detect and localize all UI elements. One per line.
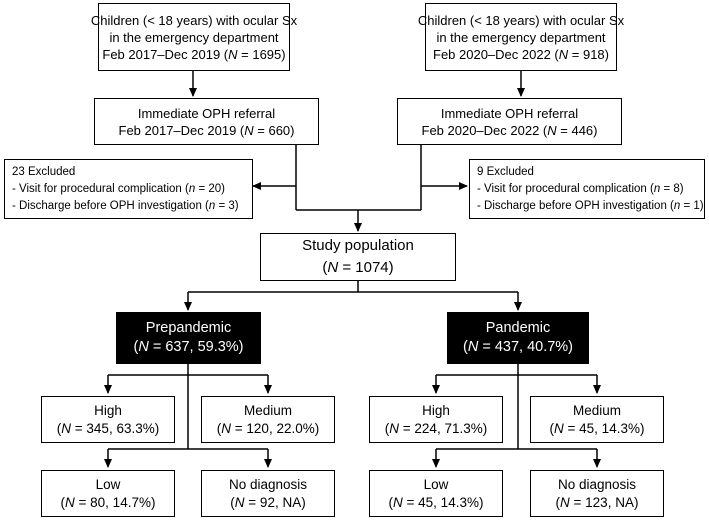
top-left-line2: in the emergency department (109, 29, 279, 45)
exclusion-right-item2: - Discharge before OPH investigation (n … (477, 199, 704, 212)
pandemic-title: Pandemic (485, 320, 551, 336)
outcome-left-nodiagnosis-box: No diagnosis (N = 92, NA) (201, 470, 335, 517)
outcome-right-low-box: Low (N = 45, 14.3%) (369, 470, 503, 517)
prepandemic-box: Prepandemic (N = 637, 59.3%) (116, 312, 261, 364)
outcome-label: High (94, 402, 122, 418)
exclusion-left-item2: - Discharge before OPH investigation (n … (12, 199, 239, 212)
prepandemic-title: Prepandemic (145, 320, 232, 336)
outcome-count: (N = 224, 71.3%) (384, 420, 488, 436)
outcome-count: (N = 120, 22.0%) (216, 420, 320, 436)
outcome-count: (N = 92, NA) (230, 494, 306, 510)
top-right-line2: in the emergency department (436, 29, 606, 45)
pandemic-count: (N = 437, 40.7%) (462, 339, 574, 355)
referral-left-line1: Immediate OPH referral (137, 105, 276, 121)
referral-left-line2: Feb 2017–Dec 2019 (N = 660) (118, 122, 295, 138)
outcome-label: No diagnosis (228, 476, 308, 492)
referral-left-box: Immediate OPH referral Feb 2017–Dec 2019… (94, 98, 319, 145)
study-population-count: (N = 1074) (322, 259, 394, 276)
outcome-right-high-box: High (N = 224, 71.3%) (369, 396, 503, 443)
outcome-label: Low (95, 476, 121, 492)
outcome-count: (N = 45, 14.3%) (549, 420, 645, 436)
outcome-count: (N = 80, 14.7%) (60, 494, 156, 510)
outcome-count: (N = 345, 63.3%) (56, 420, 160, 436)
exclusion-left-title: 23 Excluded (12, 165, 76, 178)
top-left-box: Children (< 18 years) with ocular Sx in … (91, 3, 297, 71)
study-population-box: Study population (N = 1074) (260, 233, 456, 281)
outcome-left-medium-box: Medium (N = 120, 22.0%) (201, 396, 335, 443)
outcome-count: (N = 45, 14.3%) (388, 494, 484, 510)
outcome-label: Medium (572, 402, 621, 418)
outcome-label: Medium (243, 402, 292, 418)
top-right-box: Children (< 18 years) with ocular Sx in … (418, 3, 624, 71)
outcome-right-medium-box: Medium (N = 45, 14.3%) (530, 396, 664, 443)
study-population-title: Study population (302, 237, 414, 254)
top-right-line3: Feb 2020–Dec 2022 (N = 918) (433, 46, 609, 62)
outcome-count: (N = 123, NA) (555, 494, 639, 510)
top-left-line3: Feb 2017–Dec 2019 (N = 1695) (102, 46, 286, 62)
exclusion-left-box: 23 Excluded - Visit for procedural compl… (4, 159, 253, 219)
top-right-line1: Children (< 18 years) with ocular Sx (417, 12, 625, 28)
exclusion-left-item1: - Visit for procedural complication (n =… (12, 182, 225, 195)
referral-right-line2: Feb 2020–Dec 2022 (N = 446) (421, 122, 598, 138)
outcome-label: Low (423, 476, 449, 492)
pandemic-box: Pandemic (N = 437, 40.7%) (447, 312, 589, 364)
outcome-right-nodiagnosis-box: No diagnosis (N = 123, NA) (530, 470, 664, 517)
outcome-label: No diagnosis (557, 476, 637, 492)
outcome-left-low-box: Low (N = 80, 14.7%) (41, 470, 175, 517)
outcome-label: High (422, 402, 450, 418)
top-left-line1: Children (< 18 years) with ocular Sx (90, 12, 298, 28)
exclusion-right-box: 9 Excluded - Visit for procedural compli… (469, 159, 705, 219)
referral-right-line1: Immediate OPH referral (440, 105, 579, 121)
outcome-left-high-box: High (N = 345, 63.3%) (41, 396, 175, 443)
exclusion-right-title: 9 Excluded (477, 165, 534, 178)
prepandemic-count: (N = 637, 59.3%) (133, 339, 244, 355)
exclusion-right-item1: - Visit for procedural complication (n =… (477, 182, 684, 195)
referral-right-box: Immediate OPH referral Feb 2020–Dec 2022… (397, 98, 622, 145)
